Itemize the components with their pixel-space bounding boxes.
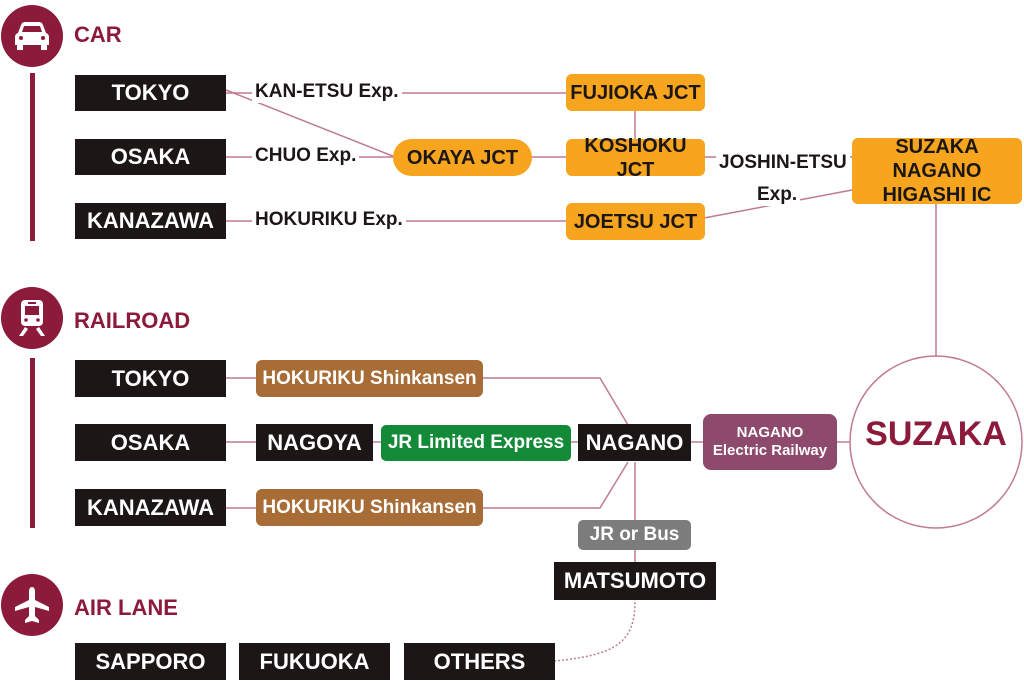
nagano-electric-railway: NAGANO Electric Railway bbox=[703, 414, 837, 470]
destination-suzaka: SUZAKA bbox=[865, 415, 1007, 453]
railroad-timeline-bar bbox=[30, 358, 35, 528]
airport-sapporo: SAPPORO bbox=[75, 643, 226, 680]
matsumoto-station: MATSUMOTO bbox=[554, 562, 716, 600]
nagoya-station: NAGOYA bbox=[256, 424, 373, 461]
suzaka-circle bbox=[849, 355, 1023, 529]
car-origin-tokyo: TOKYO bbox=[75, 75, 226, 111]
joshinetsu-exp-label-2: Exp. bbox=[754, 184, 801, 206]
rail-origin-kanazawa: KANAZAWA bbox=[75, 489, 226, 526]
car-timeline-bar bbox=[30, 73, 35, 241]
suzaka-nagano-higashi-ic: SUZAKA NAGANO HIGASHI IC bbox=[852, 136, 1022, 206]
hokuriku-shinkansen-kanazawa: HOKURIKU Shinkansen bbox=[256, 489, 483, 526]
railroad-title: RAILROAD bbox=[74, 308, 191, 333]
fujioka-jct: FUJIOKA JCT bbox=[566, 74, 705, 111]
joshinetsu-exp-label-1: JOSHIN-ETSU bbox=[716, 152, 850, 174]
car-origin-kanazawa: KANAZAWA bbox=[75, 203, 226, 239]
railroad-section-icon bbox=[1, 287, 63, 349]
car-section-icon bbox=[1, 5, 63, 67]
ic-name-line1: SUZAKA NAGANO bbox=[892, 136, 982, 182]
kanetsu-exp-label: KAN-ETSU Exp. bbox=[252, 81, 402, 103]
airport-others: OTHERS bbox=[404, 643, 555, 680]
car-origin-osaka: OSAKA bbox=[75, 139, 226, 175]
okaya-jct: OKAYA JCT bbox=[393, 139, 532, 176]
joetsu-jct: JOETSU JCT bbox=[566, 203, 705, 240]
chuo-exp-label: CHUO Exp. bbox=[252, 145, 360, 167]
koshoku-jct: KOSHOKU JCT bbox=[566, 135, 705, 181]
air-title: AIR LANE bbox=[74, 595, 178, 620]
hokuriku-shinkansen-tokyo: HOKURIKU Shinkansen bbox=[256, 360, 483, 397]
air-section-icon bbox=[1, 574, 63, 636]
rail-origin-tokyo: TOKYO bbox=[75, 360, 226, 397]
car-title: CAR bbox=[74, 22, 122, 47]
airplane-icon bbox=[15, 587, 49, 623]
line-others-matsumoto bbox=[553, 599, 636, 662]
electric-railway-line2: Electric Railway bbox=[712, 442, 828, 459]
rail-origin-osaka: OSAKA bbox=[75, 424, 226, 461]
jr-or-bus: JR or Bus bbox=[578, 520, 691, 550]
car-icon bbox=[15, 22, 49, 50]
train-icon bbox=[19, 300, 45, 336]
ic-name-line2: HIGASHI IC bbox=[882, 184, 992, 206]
electric-railway-line1: NAGANO bbox=[736, 424, 804, 441]
nagano-station: NAGANO bbox=[578, 424, 691, 461]
jr-limited-express: JR Limited Express bbox=[381, 425, 571, 461]
airport-fukuoka: FUKUOKA bbox=[239, 643, 390, 680]
hokuriku-exp-label: HOKURIKU Exp. bbox=[252, 209, 406, 231]
